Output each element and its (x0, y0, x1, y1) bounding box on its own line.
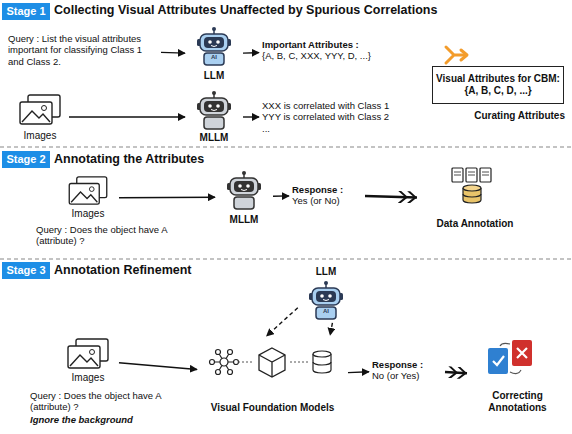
node-text: Correcting Annotations (470, 390, 565, 414)
images-node: Images (60, 176, 116, 220)
node-text: MLLM (200, 132, 229, 144)
chevron-arrow (365, 196, 417, 197)
mllm-robot (227, 171, 261, 209)
stage-title: Annotating the Attributes (54, 152, 454, 167)
foundation-model-icons (210, 348, 332, 377)
stage-title: Annotation Refinement (54, 263, 284, 278)
attribute-list: Important Attributes :{A, B, C, XXX, YYY… (262, 34, 422, 66)
query-note: Ignore the background (30, 414, 200, 425)
chevron-arrow (445, 372, 467, 373)
node-text: Yes (or No) (292, 195, 362, 206)
node-text: {A, B, C, D, ...} (464, 85, 531, 97)
data-annotation-icon (452, 168, 491, 203)
stage-badge: Stage 1 (2, 3, 50, 20)
stage-badge: Stage 3 (2, 262, 50, 279)
node-text: Images (72, 208, 105, 220)
node-text: Response : (372, 359, 442, 370)
stage-separator (0, 146, 572, 147)
llm-robot (309, 281, 343, 319)
images-icon (69, 177, 107, 204)
query-text: Query : Does the object have A (attribut… (36, 224, 196, 247)
mllm-robot (197, 91, 231, 129)
flow-arrow (119, 196, 215, 198)
foundation-models-node: Visual Foundation Models (200, 338, 345, 414)
node-text: Visual Foundation Models (211, 402, 335, 414)
node-text: Stage 2 (6, 153, 45, 166)
node-text: ... (262, 123, 432, 134)
mllm-node: MLLM (188, 90, 240, 144)
node-text: Images (24, 130, 57, 142)
node-text: LLM (204, 70, 225, 82)
merge-icon (446, 47, 467, 63)
response-text: Response :No (or Yes) (372, 355, 442, 385)
node-text: No (or Yes) (372, 370, 442, 381)
flow-arrow (273, 195, 289, 197)
data-annotation-node: Data Annotation (420, 168, 530, 230)
flow-arrow (119, 363, 197, 370)
node-text: Stage 1 (6, 5, 45, 18)
node-text: Visual Attributes for CBM: (436, 73, 560, 85)
images-icon (20, 95, 60, 124)
dashed-arrow (267, 308, 298, 336)
images-node: Images (60, 336, 116, 384)
flow-arrow (243, 116, 259, 117)
dashed-arrow (330, 323, 332, 335)
node-text: Curating Attributes (474, 110, 565, 122)
node-text: YYY is correlated with Class 2 (262, 111, 432, 122)
stage-badge: Stage 2 (2, 151, 50, 168)
node-text: Data Annotation (437, 218, 514, 230)
node-text: Images (72, 372, 105, 384)
robot-badge: AI (204, 54, 224, 61)
stage-separator (0, 258, 572, 259)
node-text: Stage 3 (6, 264, 45, 277)
correcting-node: Correcting Annotations (470, 338, 565, 414)
stage-title: Collecting Visual Attributes Unaffected … (54, 3, 569, 18)
node-text: Query : List the visual attributes impor… (8, 33, 158, 67)
mllm-node: MLLM (218, 168, 270, 226)
query-text: Query : List the visual attributes impor… (8, 28, 158, 72)
flow-arrow (348, 371, 369, 373)
node-text: Important Attributes : (262, 39, 422, 50)
flow-arrow (161, 52, 185, 54)
llm-robot (197, 27, 231, 65)
cbm-attribute-box: Visual Attributes for CBM:{A, B, C, D, .… (432, 66, 564, 104)
correcting-icon (488, 340, 532, 374)
node-text: MLLM (230, 214, 259, 226)
node-text: {A, B, C, XXX, YYY, D, ...} (262, 50, 422, 61)
node-text: LLM (316, 266, 337, 278)
images-icon (68, 339, 108, 368)
flow-arrow (69, 116, 185, 117)
query-text: Query : Does the object have A (attribut… (30, 390, 200, 413)
robot-badge: AI (316, 308, 336, 315)
images-node: Images (14, 92, 66, 142)
node-text: XXX is correlated with Class 1 (262, 100, 432, 111)
node-text: Response : (292, 184, 362, 195)
correlation-list: XXX is correlated with Class 1YYY is cor… (262, 92, 432, 142)
flow-arrow (243, 52, 259, 54)
response-text: Response :Yes (or No) (292, 180, 362, 210)
